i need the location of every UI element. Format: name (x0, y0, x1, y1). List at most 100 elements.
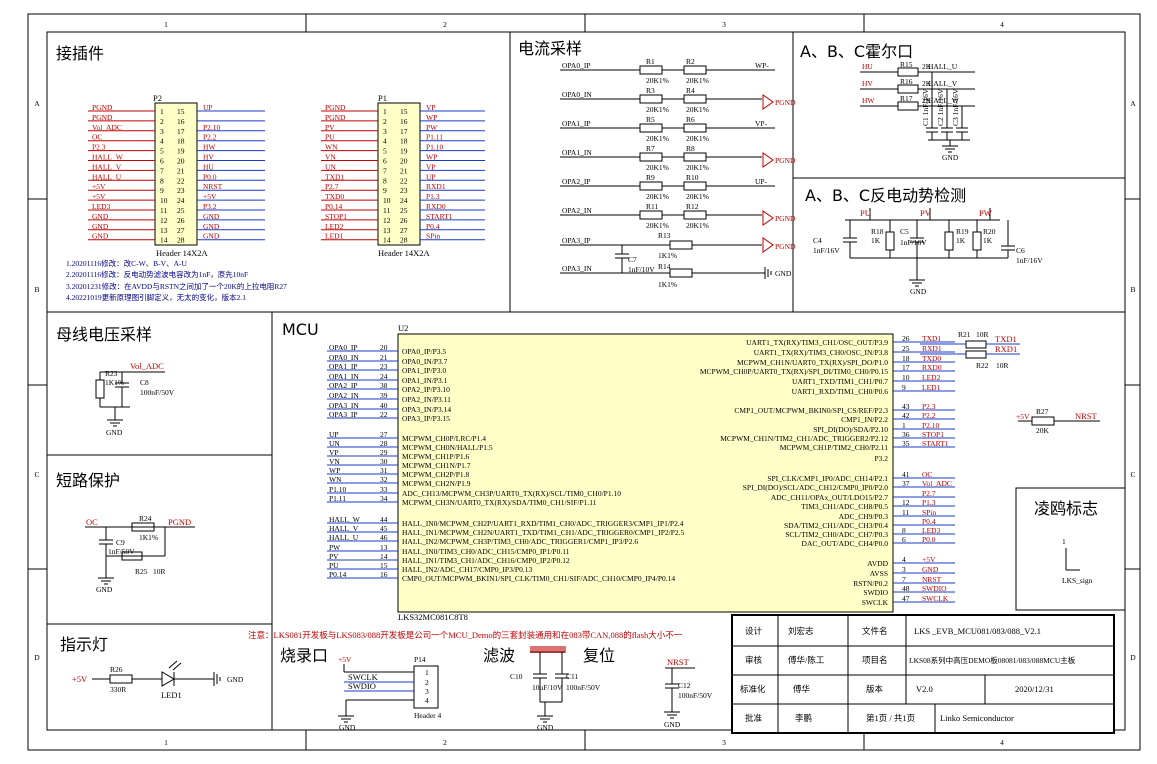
short-r25v: 10R (153, 567, 166, 576)
net-label: +5V (92, 192, 106, 201)
r14v: 1K1% (658, 280, 677, 289)
mcu-left-pin: 20 (380, 343, 388, 352)
mcu-left-pin: 39 (380, 391, 388, 400)
mcu-left-fn: OPA3_IP/P3.15 (402, 414, 450, 423)
mcu-right-pin: 6 (902, 535, 906, 544)
title-block: 设计 刘宏志 文件名 LKS _EVB_MCU081/083/088_V2.1 … (731, 614, 1115, 734)
mcu-left-net: OPA2_IN (329, 391, 359, 400)
pin-num: 14 (160, 236, 168, 245)
res-val: 20K1% (646, 192, 669, 201)
net-label: P0.14 (325, 202, 343, 211)
nrst-r27v: 20K (1036, 426, 1050, 435)
nrst-net: NRST (1075, 411, 1098, 421)
mcu-right-net: GND (922, 565, 939, 574)
mcu-right-net: +5V (922, 555, 936, 564)
mcu-right-fn: AVSS (870, 569, 888, 578)
mcu-left-fn: MCPWM_CH2P/P1.8 (402, 470, 470, 479)
revision-notes: 1.20201116修改：改C-W、B-V、A-U 2.20201116修改：反… (66, 258, 287, 302)
bus-c8v: 100nF/50V (140, 388, 175, 397)
mcu-right-pin: 1 (902, 421, 906, 430)
mcu-right-net: START1 (922, 439, 949, 448)
bemf-r19v: 1K (956, 236, 966, 245)
rxd1-out: RXD1 (995, 344, 1017, 354)
led-led1: LED1 (161, 690, 182, 700)
nrst-r27: R27 (1036, 407, 1049, 416)
short-gnd: GND (96, 585, 113, 594)
reset-nrst: NRST (667, 657, 690, 667)
bus-voltage-circuit: Vol_ADC R23 1K1% C8 100nF/50V GND (95, 361, 175, 437)
r21v: 10R (976, 330, 989, 339)
mcu-right-net: LED3 (922, 526, 941, 535)
p1-footer: Header 14X2A (378, 248, 431, 258)
mcu-left-pin: 32 (380, 475, 388, 484)
mcu-left-net: UN (329, 439, 340, 448)
pin-num: 11 (160, 206, 167, 215)
pin-num: 4 (160, 137, 164, 146)
net-label: OC (92, 133, 102, 142)
txd1-out: TXD1 (995, 334, 1017, 344)
bemf-r20: R20 (983, 227, 996, 236)
res-val: 20K1% (686, 163, 709, 172)
mcu-right-fn: P3.2 (874, 454, 888, 463)
p2-footer: Header 14X2A (156, 248, 209, 258)
bemf-circuit: PU PV PW C4 1nF/16V R18 1K C5 1nF/16V R1… (813, 208, 1043, 296)
mcu-right-fn: UART1_TX(RX)/TIM3_CH1/OSC_OUT/P3.9 (746, 338, 888, 347)
net-label: HALL_W (92, 153, 124, 162)
pin-num: 5 (383, 147, 387, 156)
net-label: PGND (92, 103, 113, 112)
net-out: PGND (775, 98, 796, 107)
mcu-left-net: PV (329, 552, 339, 561)
tb-version: V2.0 (916, 684, 933, 694)
row-mark: C (34, 470, 39, 479)
bemf-r19: R19 (956, 227, 969, 236)
mcu-right-fn: TIM3_CH1/ADC_CH8/P0.5 (801, 502, 888, 511)
pin-num: 17 (400, 127, 408, 136)
tb-std: 傅华 (793, 684, 811, 694)
filter-c11: C11 (566, 672, 578, 681)
res-val: 20K1% (646, 221, 669, 230)
net-label: VP (426, 103, 436, 112)
tb-file: LKS _EVB_MCU081/083/088_V2.1 (914, 626, 1041, 636)
burn-pin1: 1 (425, 668, 429, 677)
mcu-right-net: RXD1 (922, 344, 942, 353)
burn-ref: P14 (414, 655, 426, 664)
mcu-left-pin: 15 (380, 561, 388, 570)
net-label: GND (92, 222, 109, 231)
col-mark: 3 (722, 738, 726, 747)
inner-frame (46, 31, 1126, 731)
mcu-right-fn: UART1_TX(RX)/TIM3_CH0/OSC_IN/P3.8 (754, 348, 889, 357)
hall-out: HALL_U (928, 62, 958, 71)
res-ref: R12 (686, 202, 699, 211)
tb-project: LKS08系列中高压DEMO板08081/083/088MCU主板 (909, 655, 1076, 665)
net-label: P1.3 (426, 192, 440, 201)
pin-num: 8 (383, 176, 387, 185)
pin-num: 24 (177, 196, 185, 205)
mcu-right-fn: RSTN/P0.2 (853, 579, 888, 588)
mcu-left-fn: HALL_IN1/MCPWM_CH2N/UART1_TXD/TIM1_CH1/A… (402, 528, 685, 537)
net-label: PU (325, 133, 335, 142)
res-ref: R6 (686, 115, 695, 124)
mcu-left-net: P1.11 (329, 494, 346, 503)
section-mcu: MCU (282, 320, 319, 339)
mcu-right-fn: MCPWM_CH1N/TIM2_CH1/ADC_TRIGGER2/P2.12 (720, 434, 888, 443)
mcu-left-net: HALL_V (329, 524, 359, 533)
short-r25: R25 (135, 567, 148, 576)
res-ref: R5 (646, 115, 655, 124)
net-label: PGND (325, 103, 346, 112)
res-ref: R4 (686, 86, 695, 95)
row-mark: B (1130, 285, 1135, 294)
mcu-left-net: WP (329, 466, 340, 475)
col-mark: 4 (1000, 20, 1004, 29)
mcu-left-pin: 24 (380, 372, 388, 381)
net-label: OPA2_IP (562, 177, 590, 186)
hall-res: R16 (900, 77, 913, 86)
bemf-pw: PW (979, 208, 992, 218)
p2-ref: P2 (153, 93, 162, 103)
r22v: 10R (996, 361, 1009, 370)
hall-cap: C3 1nF/16V (951, 88, 960, 126)
net-label: HU (203, 162, 214, 171)
mcu-right-pin: 12 (902, 498, 910, 507)
col-mark: 1 (164, 738, 168, 747)
